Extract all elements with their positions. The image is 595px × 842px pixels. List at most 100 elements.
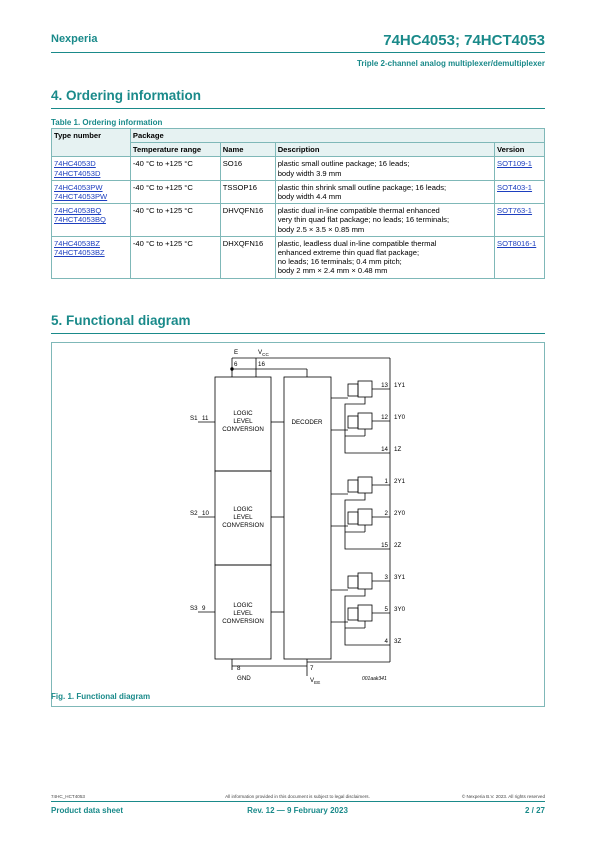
version-cell: SOT8016-1	[494, 235, 545, 279]
document-subtitle: Triple 2-channel analog multiplexer/demu…	[356, 59, 545, 68]
vee-label: VEE	[310, 677, 320, 685]
description-line: body width 4.4 mm	[277, 192, 342, 202]
analog-switch	[357, 572, 373, 590]
channel-pin: 5	[385, 606, 389, 613]
part-number-title: 74HC4053; 74HCT4053	[383, 32, 545, 49]
package-name-cell: TSSOP16	[219, 179, 276, 205]
section-divider	[51, 108, 545, 109]
conversion-label: CONVERSION	[222, 522, 264, 529]
type-number-cell: 74HC4053PW 74HCT4053PW	[51, 179, 131, 205]
type-number-cell: 74HC4053D 74HCT4053D	[51, 156, 131, 181]
footer-doc-id: 74HC_HCT4053	[51, 794, 85, 799]
channel-label: 1Y1	[394, 382, 406, 389]
vcc-label: VCC	[258, 349, 269, 357]
type-link[interactable]: 74HCT4053BQ	[54, 215, 106, 225]
section-heading-functional-diagram: 5. Functional diagram	[51, 313, 191, 328]
type-link[interactable]: 74HCT4053PW	[54, 192, 108, 202]
z-common-line	[344, 589, 390, 646]
analog-switch	[357, 412, 373, 430]
level-label: LEVEL	[233, 418, 253, 425]
type-link[interactable]: 74HCT4053D	[54, 168, 101, 178]
switch-groups	[344, 380, 390, 646]
channel-label: 2Y0	[394, 510, 406, 517]
type-number-cell: 74HC4053BQ 74HCT4053BQ	[51, 203, 131, 237]
version-link[interactable]: SOT109-1	[497, 159, 533, 169]
type-link[interactable]: 74HC4053BZ	[54, 238, 101, 248]
footer-page-number: 2 / 27	[524, 806, 545, 815]
analog-switch	[357, 476, 373, 494]
description-line: plastic, leadless dual in-line compatibl…	[277, 238, 437, 248]
vee-pin: 7	[310, 665, 314, 672]
description-line: body width 3.9 mm	[277, 168, 342, 178]
logic-label: LOGIC	[233, 506, 253, 513]
junction-dot	[230, 367, 234, 371]
temp-cell: -40 °C to +125 °C	[129, 179, 221, 205]
switch-control-box	[347, 415, 359, 429]
table-caption: Table 1. Ordering information	[51, 118, 163, 127]
channel-pin: 1	[385, 478, 389, 485]
decoder-label: DECODER	[292, 419, 323, 426]
vcc-pin: 16	[258, 361, 265, 368]
description-line: no leads; 16 terminals; 0.4 mm pitch;	[277, 257, 402, 267]
channel-pin: 13	[381, 382, 388, 389]
channel-label: 3Z	[394, 638, 401, 645]
ordering-table: Type number Package Temperature range Na…	[51, 127, 546, 279]
e-label: E	[234, 349, 238, 356]
figure-reference-code: 001aak341	[362, 676, 387, 682]
brand-name: Nexperia	[51, 33, 98, 45]
vcc-subscript: CC	[262, 352, 269, 357]
e-pin: 6	[234, 361, 238, 368]
footer-divider	[51, 801, 545, 802]
type-link[interactable]: 74HC4053PW	[54, 182, 103, 192]
figure-caption: Fig. 1. Functional diagram	[51, 692, 151, 701]
section-heading-ordering: 4. Ordering information	[51, 88, 202, 103]
footer-disclaimer: All information provided in this documen…	[225, 794, 370, 799]
channel-label: 3Y0	[394, 606, 406, 613]
z-common-line	[344, 493, 390, 550]
channel-label: 1Y0	[394, 414, 406, 421]
col-header-name: Name	[219, 142, 276, 158]
channel-pin: 15	[381, 542, 388, 549]
level-label: LEVEL	[233, 610, 253, 617]
channel-pin: 14	[381, 446, 388, 453]
channel-pin: 12	[381, 414, 388, 421]
level-label: LEVEL	[233, 514, 253, 521]
gnd-pin: 8	[237, 665, 241, 672]
type-link[interactable]: 74HC4053D	[54, 159, 96, 169]
description-line: enhanced extreme thin quad flat package;	[277, 248, 420, 258]
description-cell: plastic small outline package; 16 leads;…	[274, 156, 496, 181]
type-link[interactable]: 74HC4053BQ	[54, 206, 102, 216]
channel-label: 2Z	[394, 542, 401, 549]
col-header-description: Description	[274, 142, 496, 158]
description-cell: plastic, leadless dual in-line compatibl…	[274, 235, 496, 279]
version-link[interactable]: SOT763-1	[497, 206, 533, 216]
conversion-label: CONVERSION	[222, 618, 264, 625]
description-line: very thin quad flat package; no leads; 1…	[277, 215, 450, 225]
version-cell: SOT763-1	[494, 203, 545, 237]
channel-pin: 2	[385, 510, 389, 517]
description-line: body 2 mm × 2.4 mm × 0.48 mm	[277, 266, 388, 276]
figure-frame	[51, 342, 545, 707]
s2-label: S2	[190, 510, 198, 517]
logic-label: LOGIC	[233, 410, 253, 417]
package-name-cell: DHXQFN16	[219, 235, 276, 279]
switch-control-box	[347, 511, 359, 525]
table-row: 74HC4053BZ 74HCT4053BZ -40 °C to +125 °C…	[51, 235, 545, 279]
temp-cell: -40 °C to +125 °C	[129, 235, 221, 279]
description-cell: plastic thin shrink small outline packag…	[274, 179, 496, 205]
footer-copyright: © Nexperia B.V. 2023. All rights reserve…	[461, 794, 545, 799]
version-link[interactable]: SOT8016-1	[497, 238, 537, 248]
footer-revision: Rev. 12 — 9 February 2023	[247, 806, 348, 815]
section-divider	[51, 333, 545, 334]
version-link[interactable]: SOT403-1	[497, 182, 533, 192]
channel-label: 2Y1	[394, 478, 406, 485]
type-link[interactable]: 74HCT4053BZ	[54, 248, 105, 258]
s1-label: S1	[190, 415, 198, 422]
switch-control-box	[347, 575, 359, 589]
analog-switch	[357, 604, 373, 622]
header-divider	[51, 52, 545, 53]
description-line: plastic dual in-line compatible thermal …	[277, 206, 440, 216]
type-number-cell: 74HC4053BZ 74HCT4053BZ	[51, 235, 131, 279]
vee-main: V	[310, 677, 315, 684]
